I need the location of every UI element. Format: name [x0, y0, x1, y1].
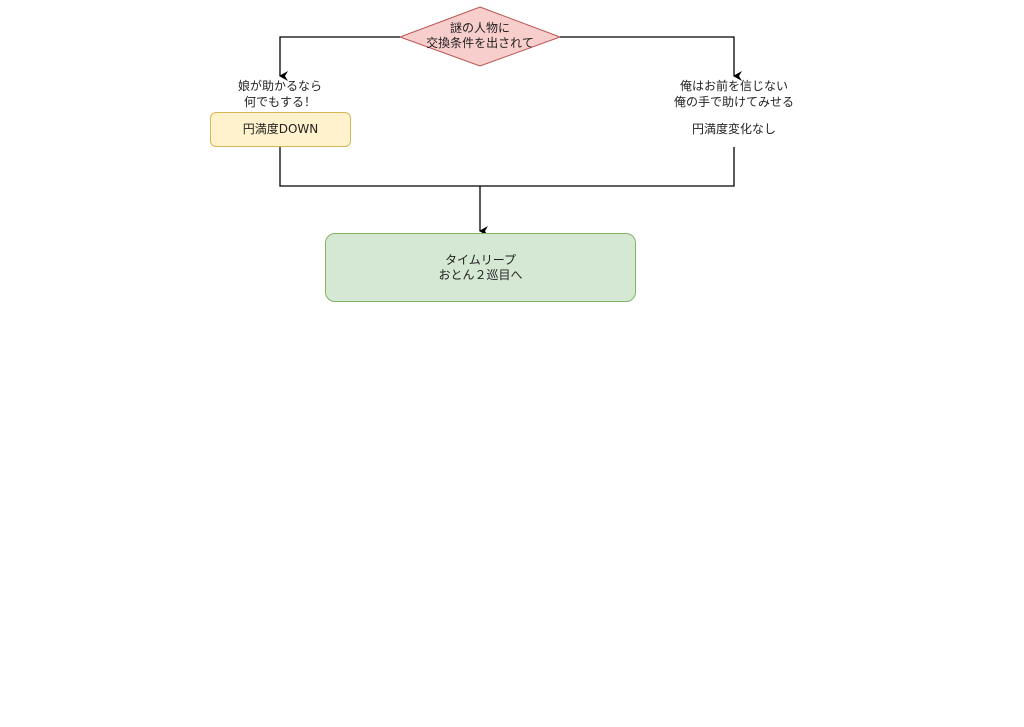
- edge-left-merge: [279, 147, 735, 187]
- end-node-text: タイムリープ おとん２巡目へ: [438, 252, 523, 282]
- left-branch-label: 娘が助かるなら 何でもする！: [237, 79, 322, 109]
- edge-to-right-branch: [560, 36, 742, 81]
- left-result-box[interactable]: 円満度DOWN: [210, 112, 351, 147]
- decision-text: 謎の人物に 交換条件を出されて: [426, 21, 534, 50]
- right-result-text: 円満度変化なし: [691, 122, 776, 136]
- decision-diamond[interactable]: [398, 6, 562, 67]
- right-branch-label: 俺はお前を信じない 俺の手で助けてみせる: [673, 79, 794, 109]
- end-node-box[interactable]: タイムリープ おとん２巡目へ: [325, 233, 636, 302]
- edge-to-left-branch: [279, 36, 400, 81]
- left-result-text: 円満度DOWN: [242, 122, 319, 136]
